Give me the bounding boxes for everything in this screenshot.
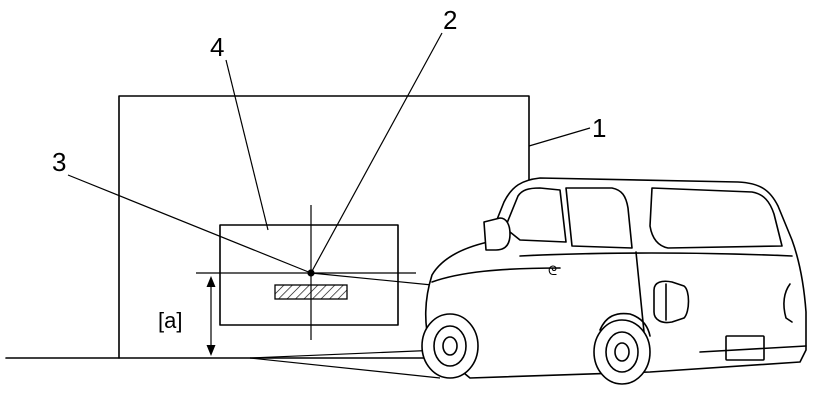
aiming-screen [118, 95, 530, 359]
height-dimension [206, 276, 216, 356]
callout-1: 1 [592, 113, 606, 143]
body-badge: ᘓ [548, 263, 557, 278]
vehicle: ᘓ [421, 177, 807, 385]
leader-line-2 [310, 32, 443, 274]
callout-2: 2 [443, 5, 457, 35]
callout-3: 3 [52, 147, 66, 177]
leader-line-4 [225, 59, 269, 231]
floor-line-lower [249, 357, 441, 379]
floor-line-upper [249, 349, 441, 359]
beam-axis-line [310, 272, 433, 286]
callout-4: 4 [210, 32, 224, 62]
leader-line-1 [528, 127, 591, 147]
leader-line-3 [67, 174, 312, 274]
beam-pattern-rect [219, 224, 399, 326]
hot-spot-hatched [274, 284, 348, 300]
dimension-label: [a] [158, 308, 182, 333]
